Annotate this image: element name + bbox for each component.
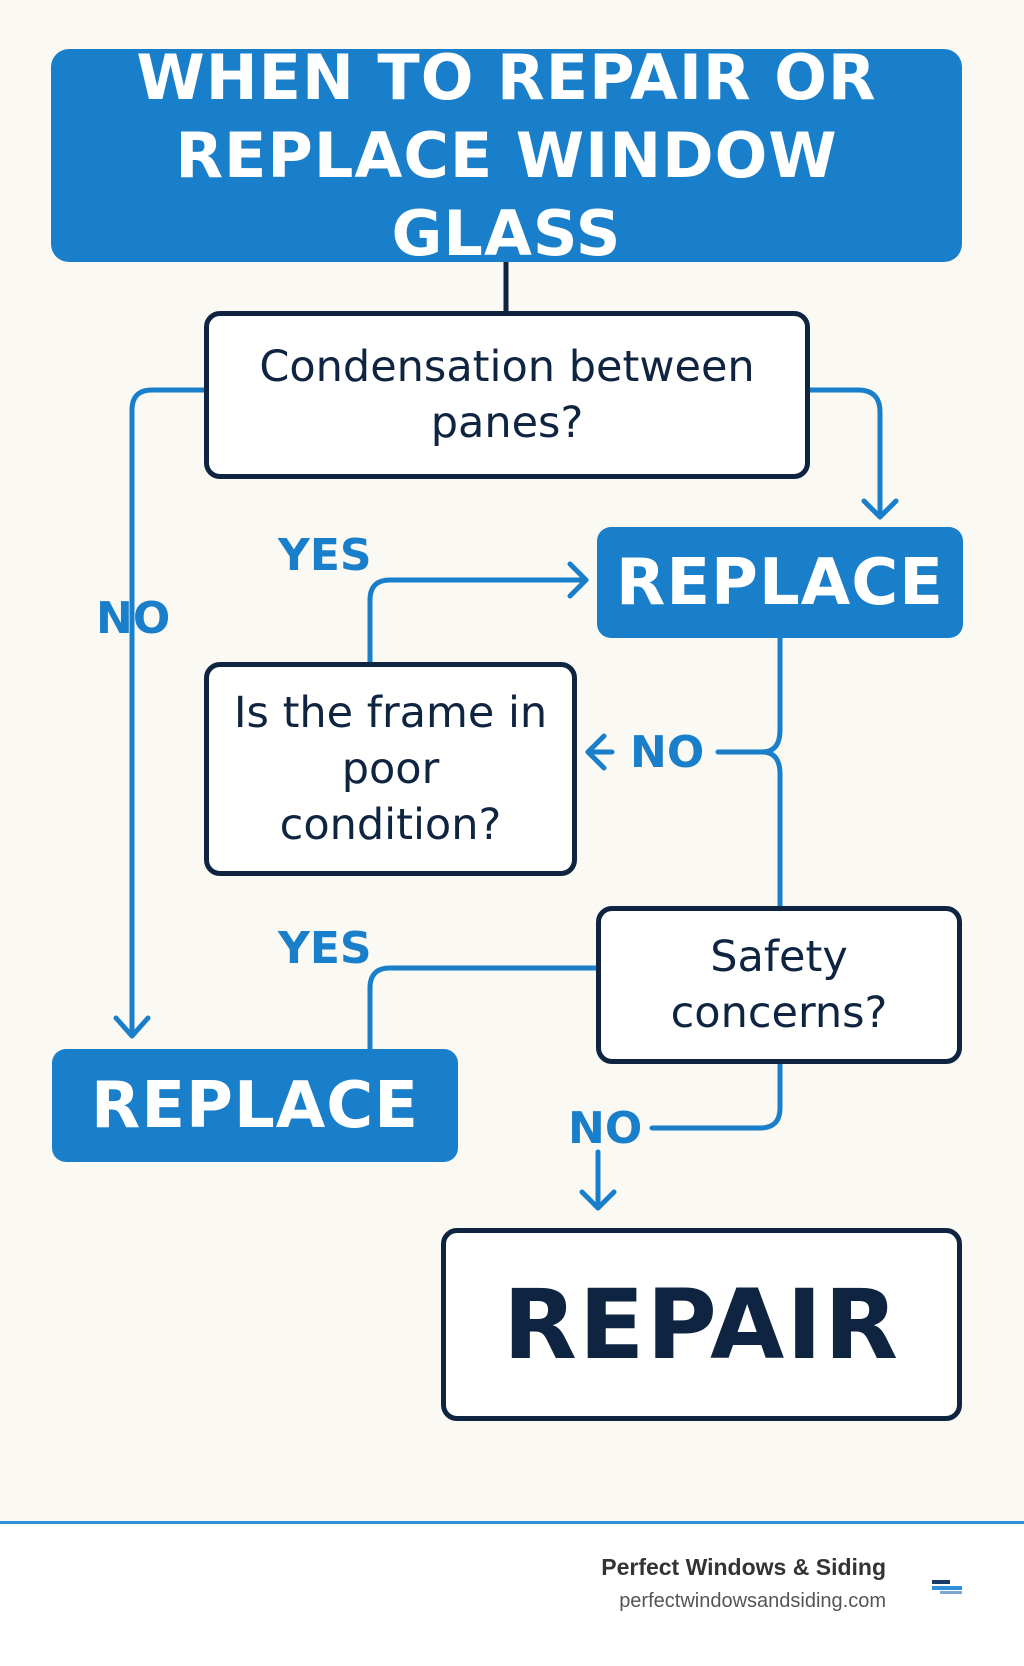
- question-frame: Is the frame in poor condition?: [204, 662, 577, 876]
- footer: [0, 1524, 1024, 1666]
- arrowhead-replace-bottom: [113, 1015, 151, 1039]
- connector-bracket-upper: [759, 635, 783, 755]
- question-safety-text: Safety concerns?: [670, 932, 888, 1038]
- connector-bracket-lower: [759, 749, 783, 909]
- outcome-replace-bottom: REPLACE: [52, 1049, 458, 1162]
- connector-safety-no: [649, 1061, 783, 1131]
- question-condensation-text: Condensation between panes?: [259, 342, 755, 448]
- title-line-1: WHEN TO REPAIR OR: [136, 40, 877, 114]
- outcome-repair: REPAIR: [441, 1228, 962, 1421]
- connector-frame-yes: [367, 577, 589, 665]
- label-no-frame: NO: [630, 727, 705, 778]
- label-yes-safety: YES: [278, 923, 372, 974]
- connector-condensation-no: [129, 387, 207, 1039]
- brand-logo-icon: [932, 1580, 962, 1594]
- question-condensation: Condensation between panes?: [204, 311, 810, 479]
- arrowhead-repair: [579, 1189, 617, 1211]
- outcome-replace-top-text: REPLACE: [616, 545, 944, 620]
- connector-condensation-yes: [807, 387, 883, 520]
- connector-safety-yes: [367, 965, 599, 1052]
- diagram-title: WHEN TO REPAIR OR REPLACE WINDOW GLASS: [51, 41, 962, 270]
- outcome-replace-bottom-text: REPLACE: [91, 1068, 419, 1143]
- footer-divider: [0, 1521, 1024, 1524]
- arrowhead-frame-yes: [567, 561, 589, 599]
- footer-brand-url: perfectwindowsandsiding.com: [619, 1590, 886, 1612]
- label-no-condensation: NO: [96, 593, 171, 644]
- title-line-2: REPLACE WINDOW GLASS: [175, 118, 838, 270]
- arrowhead-replace-top: [861, 498, 899, 520]
- label-no-safety: NO: [568, 1103, 643, 1154]
- question-safety: Safety concerns?: [596, 906, 962, 1064]
- question-frame-text: Is the frame in poor condition?: [233, 688, 548, 850]
- label-yes-frame: YES: [278, 530, 372, 581]
- outcome-replace-top: REPLACE: [597, 527, 963, 638]
- outcome-repair-text: REPAIR: [503, 1268, 900, 1381]
- footer-brand-name: Perfect Windows & Siding: [601, 1554, 886, 1580]
